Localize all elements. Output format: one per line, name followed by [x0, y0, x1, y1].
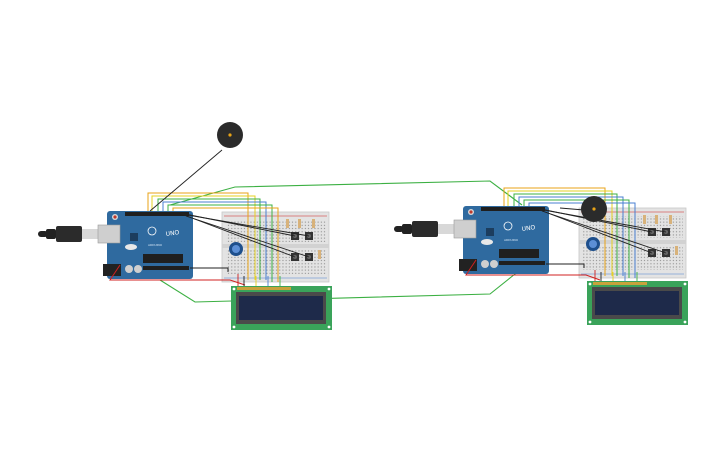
- circuit-left: UNO ARDUINO: [38, 122, 523, 330]
- resistors[interactable]: [286, 219, 321, 259]
- wire-interconnect-bottom[interactable]: [159, 269, 521, 303]
- lcd-display-left[interactable]: [231, 286, 332, 330]
- arduino-uno-right[interactable]: UNO ARDUINO: [453, 206, 549, 274]
- resistors[interactable]: [643, 215, 678, 255]
- breadboard-left[interactable]: [221, 211, 330, 283]
- wire-bundle-right[interactable]: [465, 187, 636, 281]
- potentiometer-icon[interactable]: [229, 242, 243, 256]
- lcd-display-right[interactable]: [587, 281, 688, 325]
- buzzer-wire-right[interactable]: [559, 207, 585, 211]
- usb-cable-icon[interactable]: [394, 221, 454, 237]
- usb-cable-icon[interactable]: [38, 226, 98, 242]
- arduino-brand: ARDUINO: [504, 238, 519, 242]
- buzzer-icon[interactable]: [581, 196, 607, 222]
- buzzer-wire-left[interactable]: [149, 149, 223, 212]
- buzzer-icon[interactable]: [217, 122, 243, 148]
- uno-label: UNO: [165, 229, 180, 238]
- potentiometer-icon[interactable]: [586, 237, 600, 251]
- uno-label: UNO: [521, 224, 536, 233]
- wire-bundle-left[interactable]: [109, 192, 279, 286]
- wire-signals-left[interactable]: [179, 212, 310, 258]
- lcd-wires-left[interactable]: [237, 274, 281, 286]
- arduino-brand: ARDUINO: [148, 243, 163, 247]
- lcd-wires-right[interactable]: [594, 270, 638, 281]
- arduino-uno-left[interactable]: UNO ARDUINO: [97, 211, 193, 279]
- circuit-right: UNO ARDUINO: [394, 187, 688, 325]
